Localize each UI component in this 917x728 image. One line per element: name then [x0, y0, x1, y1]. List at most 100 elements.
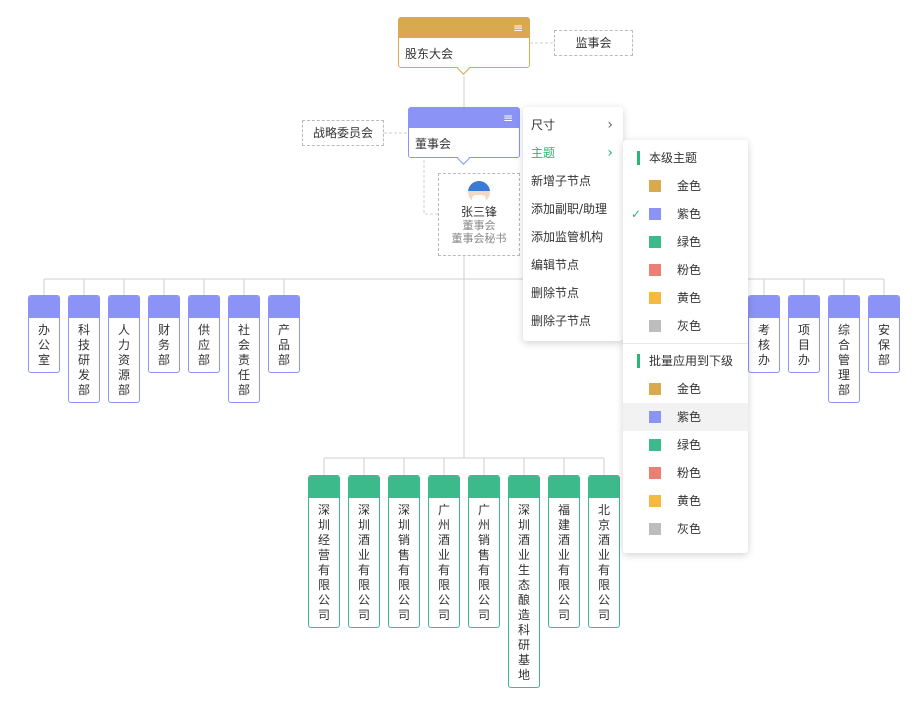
node-shareholders-meeting[interactable]: ≡ 股东大会 — [398, 17, 530, 75]
batch-option-green[interactable]: 绿色 — [623, 431, 748, 459]
node-label: 战略委员会 — [312, 126, 373, 140]
chevron-right-icon: › — [607, 117, 613, 133]
swatch-icon — [649, 320, 661, 332]
dept-node[interactable]: 产品部 — [268, 295, 300, 373]
dept-node[interactable]: 综合管理部 — [828, 295, 860, 403]
dept-node[interactable]: 科技研发部 — [68, 295, 100, 403]
node-header — [349, 476, 379, 498]
batch-option-pink[interactable]: 粉色 — [623, 459, 748, 487]
swatch-icon — [649, 495, 661, 507]
subsidiary-node[interactable]: 福建酒业有限公司 — [548, 475, 580, 628]
menu-item-delete-node[interactable]: 删除节点 — [523, 279, 623, 307]
dept-node[interactable]: 安保部 — [868, 295, 900, 373]
swatch-icon — [649, 439, 661, 451]
subsidiary-node[interactable]: 深圳酒业生态酿造科研基地 — [508, 475, 540, 688]
node-strategy-committee[interactable]: 战略委员会 — [302, 120, 384, 146]
node-label: 股东大会 — [405, 47, 454, 61]
node-label: 福建酒业有限公司 — [557, 503, 570, 622]
board-secretary-card[interactable]: 张三锋 董事会 董事会秘书 — [438, 173, 520, 256]
swatch-icon — [649, 523, 661, 535]
menu-item-size[interactable]: 尺寸 › — [523, 111, 623, 139]
batch-option-yellow[interactable]: 黄色 — [623, 487, 748, 515]
dept-node[interactable]: 办公室 — [28, 295, 60, 373]
option-label: 灰色 — [677, 319, 702, 333]
menu-item-edit-node[interactable]: 编辑节点 — [523, 251, 623, 279]
theme-option-green[interactable]: 绿色 — [623, 228, 748, 256]
menu-item-theme[interactable]: 主题 › — [523, 139, 623, 167]
subsidiary-node[interactable]: 深圳销售有限公司 — [388, 475, 420, 628]
menu-item-delete-children[interactable]: 删除子节点 — [523, 307, 623, 335]
dept-node[interactable]: 财务部 — [148, 295, 180, 373]
menu-item-add-deputy[interactable]: 添加副职/助理 — [523, 195, 623, 223]
person-title: 董事会秘书 — [451, 232, 507, 245]
node-header — [389, 476, 419, 498]
node-label: 深圳酒业生态酿造科研基地 — [517, 503, 530, 682]
option-label: 金色 — [677, 179, 702, 193]
batch-option-gray[interactable]: 灰色 — [623, 515, 748, 543]
swatch-icon — [649, 236, 661, 248]
hamburger-icon[interactable]: ≡ — [502, 111, 513, 125]
node-header: ≡ — [399, 18, 529, 38]
section-current-level-theme: 本级主题 — [623, 144, 748, 172]
node-supervisory-board[interactable]: 监事会 — [554, 30, 633, 56]
node-header — [269, 296, 299, 318]
theme-option-purple[interactable]: ✓ 紫色 — [623, 200, 748, 228]
swatch-icon — [649, 383, 661, 395]
node-header — [509, 476, 539, 498]
avatar-icon — [468, 181, 490, 203]
dept-node[interactable]: 社会责任部 — [228, 295, 260, 403]
batch-option-purple[interactable]: 紫色 — [623, 403, 748, 431]
node-header — [469, 476, 499, 498]
node-label: 产品部 — [277, 323, 290, 367]
batch-option-gold[interactable]: 金色 — [623, 375, 748, 403]
node-board-of-directors[interactable]: ≡ 董事会 — [408, 107, 520, 165]
subsidiary-node[interactable]: 广州酒业有限公司 — [428, 475, 460, 628]
subsidiary-node[interactable]: 深圳酒业有限公司 — [348, 475, 380, 628]
option-label: 绿色 — [677, 438, 702, 452]
node-header — [549, 476, 579, 498]
dept-node[interactable]: 考核办 — [748, 295, 780, 373]
node-label: 广州酒业有限公司 — [437, 503, 450, 622]
option-label: 黄色 — [677, 291, 702, 305]
theme-submenu: 本级主题 金色 ✓ 紫色 绿色 粉色 黄色 灰色 批量应用到下级 金色 紫色 绿… — [623, 140, 748, 553]
chevron-right-icon: › — [607, 145, 613, 161]
hamburger-icon[interactable]: ≡ — [512, 21, 523, 35]
node-header — [189, 296, 219, 318]
node-label: 安保部 — [877, 323, 890, 367]
menu-item-label: 尺寸 — [531, 118, 556, 132]
option-label: 黄色 — [677, 494, 702, 508]
menu-item-add-supervisor[interactable]: 添加监管机构 — [523, 223, 623, 251]
dept-node[interactable]: 供应部 — [188, 295, 220, 373]
menu-item-label: 删除子节点 — [531, 314, 592, 328]
node-label: 深圳酒业有限公司 — [357, 503, 370, 622]
swatch-icon — [649, 264, 661, 276]
node-label: 供应部 — [197, 323, 210, 367]
person-dept: 董事会 — [462, 219, 496, 232]
node-label: 北京酒业有限公司 — [597, 503, 610, 622]
menu-item-label: 新增子节点 — [531, 174, 592, 188]
theme-option-gold[interactable]: 金色 — [623, 172, 748, 200]
node-label: 监事会 — [575, 36, 612, 50]
subsidiary-node[interactable]: 广州销售有限公司 — [468, 475, 500, 628]
dept-node[interactable]: 人力资源部 — [108, 295, 140, 403]
theme-option-yellow[interactable]: 黄色 — [623, 284, 748, 312]
node-header — [869, 296, 899, 318]
check-icon: ✓ — [631, 207, 642, 221]
node-header — [29, 296, 59, 318]
node-header — [589, 476, 619, 498]
node-header — [229, 296, 259, 318]
menu-item-add-child[interactable]: 新增子节点 — [523, 167, 623, 195]
node-header — [429, 476, 459, 498]
dept-node[interactable]: 项目办 — [788, 295, 820, 373]
theme-option-pink[interactable]: 粉色 — [623, 256, 748, 284]
subsidiary-node[interactable]: 北京酒业有限公司 — [588, 475, 620, 628]
section-batch-apply: 批量应用到下级 — [623, 347, 748, 375]
node-header — [789, 296, 819, 318]
subsidiary-node[interactable]: 深圳经营有限公司 — [308, 475, 340, 628]
theme-option-gray[interactable]: 灰色 — [623, 312, 748, 340]
option-label: 绿色 — [677, 235, 702, 249]
swatch-icon — [649, 411, 661, 423]
swatch-icon — [649, 208, 661, 220]
node-label: 广州销售有限公司 — [477, 503, 490, 622]
